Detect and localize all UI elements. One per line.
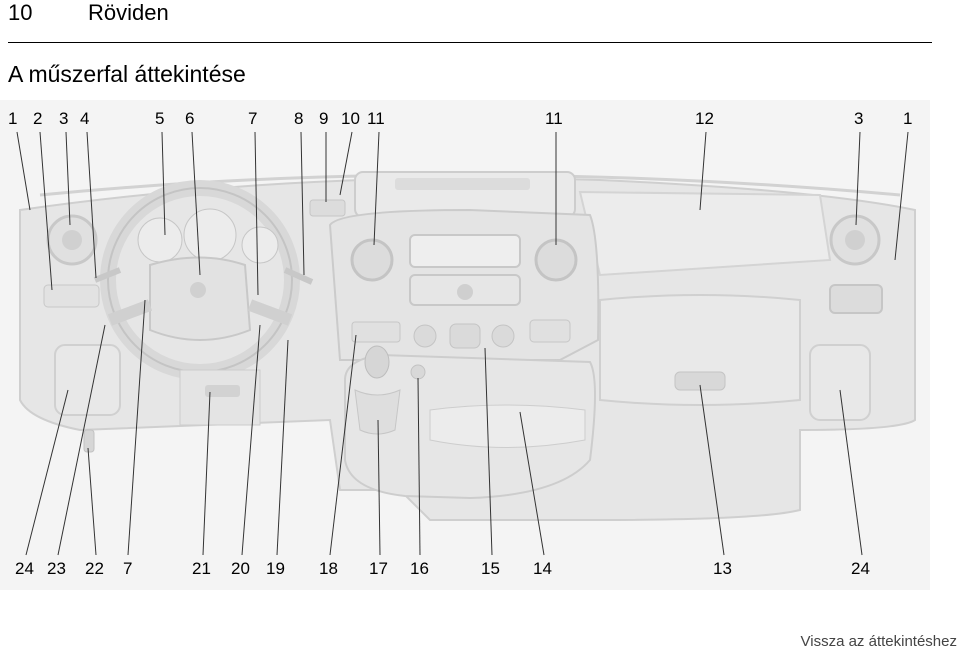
gear-knob xyxy=(364,345,390,379)
callout-3: 3 xyxy=(59,109,68,128)
glovebox xyxy=(599,294,801,406)
horn-logo xyxy=(190,282,206,298)
top-display-slot xyxy=(395,178,530,190)
callout-16: 16 xyxy=(410,559,429,578)
glovebox-handle xyxy=(674,371,726,391)
callout-17: 17 xyxy=(369,559,388,578)
back-to-overview-link[interactable]: Vissza az áttekintéshez xyxy=(800,633,957,650)
callout-2: 2 xyxy=(33,109,42,128)
chapter-title: Röviden xyxy=(88,0,169,25)
airbag-panel xyxy=(578,190,832,277)
left-vent-knob xyxy=(62,230,82,250)
wheel-hub xyxy=(149,256,252,341)
callout-21: 21 xyxy=(192,559,211,578)
callout-15: 15 xyxy=(481,559,500,578)
callout-24: 24 xyxy=(15,559,34,578)
steering-column xyxy=(179,369,261,426)
section-title: A műszerfal áttekintése xyxy=(8,61,246,87)
top-callouts: 1 2 3 4 5 6 7 8 9 10 11 11 12 3 1 xyxy=(8,109,912,128)
socket-16 xyxy=(410,364,426,380)
bottom-leader-lines xyxy=(25,299,863,556)
callout-12: 12 xyxy=(695,109,714,128)
bonnet-release xyxy=(83,429,95,453)
callout-18: 18 xyxy=(319,559,338,578)
callout-5: 5 xyxy=(155,109,164,128)
gear-boot xyxy=(354,389,401,435)
console-switches xyxy=(351,321,401,343)
hazard-switch xyxy=(309,199,346,217)
dashboard-drawing: 1 2 3 4 5 6 7 8 9 10 11 11 12 3 1 24 23 … xyxy=(0,100,930,590)
callout-19: 19 xyxy=(266,559,285,578)
callout-1b: 1 xyxy=(903,109,912,128)
right-storage xyxy=(809,344,871,421)
left-stalk xyxy=(93,267,122,283)
callout-22: 22 xyxy=(85,559,104,578)
dial-right xyxy=(241,226,279,264)
console-button xyxy=(529,319,571,343)
center-left-vent xyxy=(350,238,394,282)
callout-13: 13 xyxy=(713,559,732,578)
wheel-spoke-right xyxy=(247,299,293,326)
callout-1: 1 xyxy=(8,109,17,128)
pedal xyxy=(205,385,240,397)
callout-7: 7 xyxy=(248,109,257,128)
climate-center xyxy=(449,323,481,349)
callout-4: 4 xyxy=(80,109,89,128)
callout-7b: 7 xyxy=(123,559,132,578)
callout-11b: 11 xyxy=(545,109,563,128)
center-right-vent xyxy=(534,238,578,282)
callout-23: 23 xyxy=(47,559,66,578)
left-storage xyxy=(54,344,121,416)
callout-9: 9 xyxy=(319,109,328,128)
right-stalk xyxy=(283,267,314,285)
left-switch-panel xyxy=(43,284,100,308)
climate-right-knob xyxy=(491,324,515,348)
climate-left-knob xyxy=(413,324,437,348)
dial-center xyxy=(183,208,237,262)
wheel-spoke-left xyxy=(107,299,153,326)
dial-left xyxy=(137,217,183,263)
callout-10: 10 xyxy=(341,109,360,128)
bottom-callouts: 24 23 22 7 21 20 19 18 17 16 15 14 13 24 xyxy=(15,559,870,578)
top-leader-lines xyxy=(16,131,909,296)
dashboard-illustration: 1 2 3 4 5 6 7 8 9 10 11 11 12 3 1 24 23 … xyxy=(0,100,930,590)
right-vent-knob xyxy=(845,230,865,250)
callout-6: 6 xyxy=(185,109,194,128)
radio-display xyxy=(409,234,521,268)
callout-3b: 3 xyxy=(854,109,863,128)
callout-20: 20 xyxy=(231,559,250,578)
page-number: 10 xyxy=(8,0,33,25)
cupholder-tray xyxy=(429,404,586,448)
right-outlet xyxy=(829,284,883,314)
radio-knob xyxy=(457,284,473,300)
callout-14: 14 xyxy=(533,559,552,578)
callout-11: 11 xyxy=(367,109,385,128)
header-rule xyxy=(8,42,932,43)
callout-8: 8 xyxy=(294,109,303,128)
callout-24b: 24 xyxy=(851,559,870,578)
